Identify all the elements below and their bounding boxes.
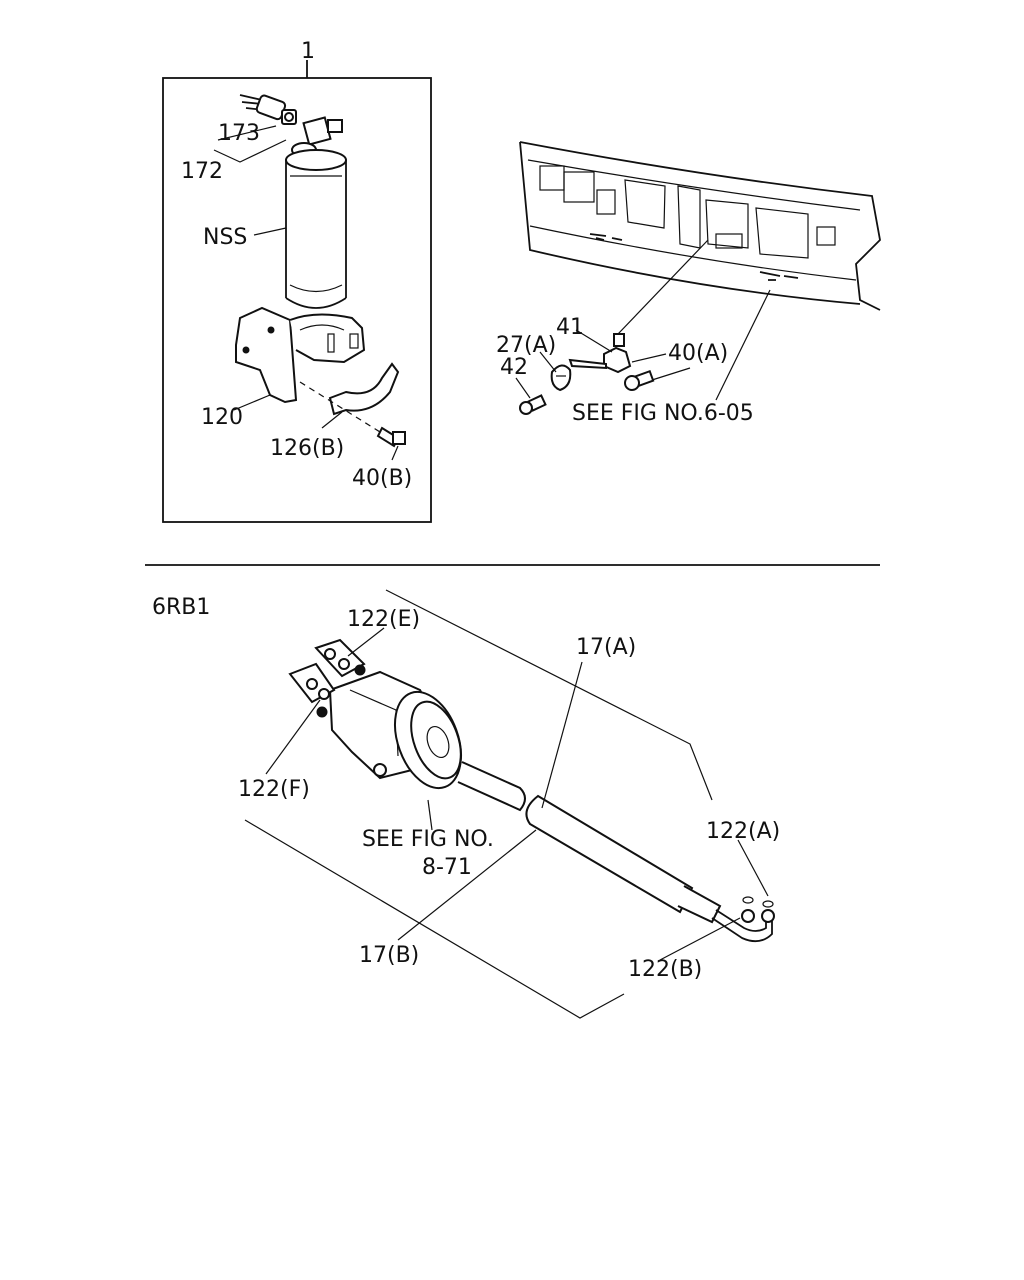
receiver-drier	[285, 149, 347, 309]
drier-bracket	[235, 306, 366, 404]
drier-strap	[299, 362, 400, 433]
label-17a: 17(A)	[576, 635, 636, 660]
leader-122a	[737, 839, 769, 897]
label-see-fig-no: SEE FIG NO.	[362, 827, 494, 852]
leader-172	[213, 139, 287, 163]
leader-42	[515, 377, 531, 399]
label-frame-1: 1	[301, 39, 315, 64]
bolt-40a	[624, 369, 655, 391]
pressure-switch	[239, 94, 297, 125]
label-17b: 17(B)	[359, 943, 419, 968]
leader-see-fig-605	[715, 289, 771, 401]
label-see-fig-605: SEE FIG NO.6-05	[572, 401, 754, 426]
hose-17b	[525, 794, 722, 924]
leader-17a	[541, 661, 583, 809]
front-panel	[519, 141, 881, 311]
mounting-bracket-41	[568, 333, 632, 374]
label-122a: 122(A)	[706, 819, 780, 844]
label-27a: 27(A)	[496, 333, 556, 358]
frame-border	[162, 77, 432, 523]
label-41: 41	[556, 315, 584, 340]
label-172: 172	[181, 159, 223, 184]
leader-17b	[397, 829, 537, 941]
label-40b: 40(B)	[352, 466, 412, 491]
label-120: 120	[201, 405, 243, 430]
leader-173	[217, 125, 277, 141]
label-6rb1: 6RB1	[152, 595, 210, 620]
label-122b: 122(B)	[628, 957, 702, 982]
label-173: 173	[218, 121, 260, 146]
front-panel-assembly: 41 27(A) 40(A) 42 SEE FIG NO.6-05	[496, 141, 881, 426]
leader-122f	[265, 699, 321, 775]
leader-27a	[539, 351, 557, 373]
label-42: 42	[500, 355, 528, 380]
label-122f: 122(F)	[238, 777, 310, 802]
leader-see-fig-871	[427, 799, 433, 831]
leader-126b	[321, 411, 343, 429]
compressor-pulley	[394, 690, 462, 790]
leader-122b	[659, 917, 741, 961]
leader-bracket-lower	[244, 819, 625, 1019]
label-nss: NSS	[203, 225, 247, 250]
leader-40a	[631, 353, 691, 381]
bolt-40b	[376, 426, 406, 448]
pipe-fittings	[711, 896, 775, 943]
drier-fitting	[291, 116, 343, 158]
compressor-hose-assembly: 6RB1	[152, 589, 780, 1019]
receiver-drier-frame: 1 173 172 NSS 120 126(B) 40(B)	[162, 39, 432, 523]
leader-bracket-to-panel	[617, 239, 709, 335]
bolt-42	[519, 394, 547, 415]
leader-122e	[347, 627, 385, 657]
label-122e: 122(E)	[347, 607, 420, 632]
leader-nss	[253, 227, 287, 236]
leader-40b	[391, 445, 399, 461]
leader-41	[575, 329, 613, 353]
leader-120	[233, 394, 271, 411]
label-126b: 126(B)	[270, 436, 344, 461]
hose-17a	[457, 761, 526, 812]
label-fig-8-71: 8-71	[422, 855, 472, 880]
label-40a: 40(A)	[668, 341, 728, 366]
leader-bracket-upper	[385, 589, 713, 801]
